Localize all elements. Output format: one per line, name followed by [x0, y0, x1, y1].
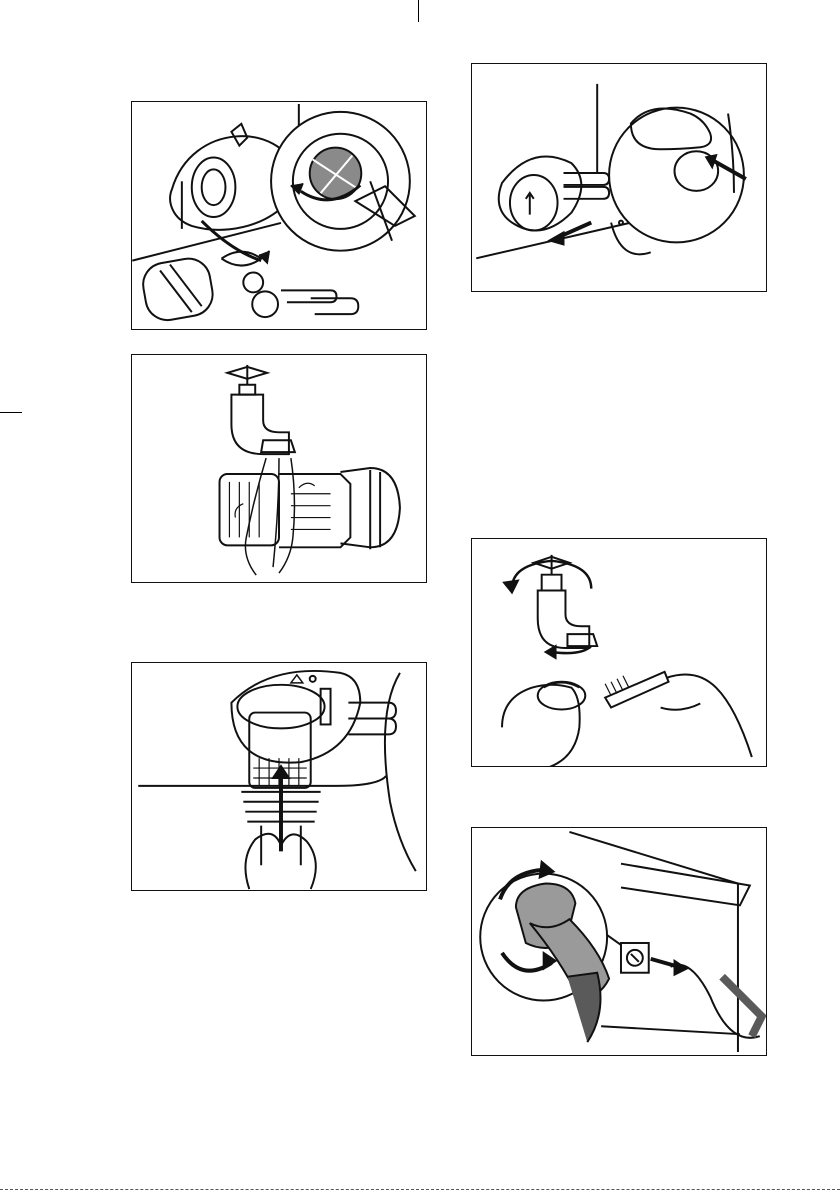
crop-mark	[418, 0, 419, 22]
figure-inlet-hose	[471, 827, 767, 1056]
filter-rinse-tap-icon	[132, 355, 426, 582]
figure-pump-impeller	[471, 63, 767, 292]
filter-clean-out-icon	[132, 102, 426, 329]
page-cut-line	[0, 1189, 840, 1190]
tap-unscrew-brush-icon	[472, 539, 766, 766]
figure-filter-reinsert	[131, 662, 427, 891]
pump-impeller-check-icon	[472, 64, 766, 291]
filter-reinsert-icon	[132, 663, 426, 890]
inlet-hose-filter-icon	[472, 828, 766, 1055]
figure-filter-clean-out	[131, 101, 427, 330]
crop-mark	[0, 412, 22, 413]
figure-tap-brush	[471, 538, 767, 767]
figure-filter-rinse	[131, 354, 427, 583]
